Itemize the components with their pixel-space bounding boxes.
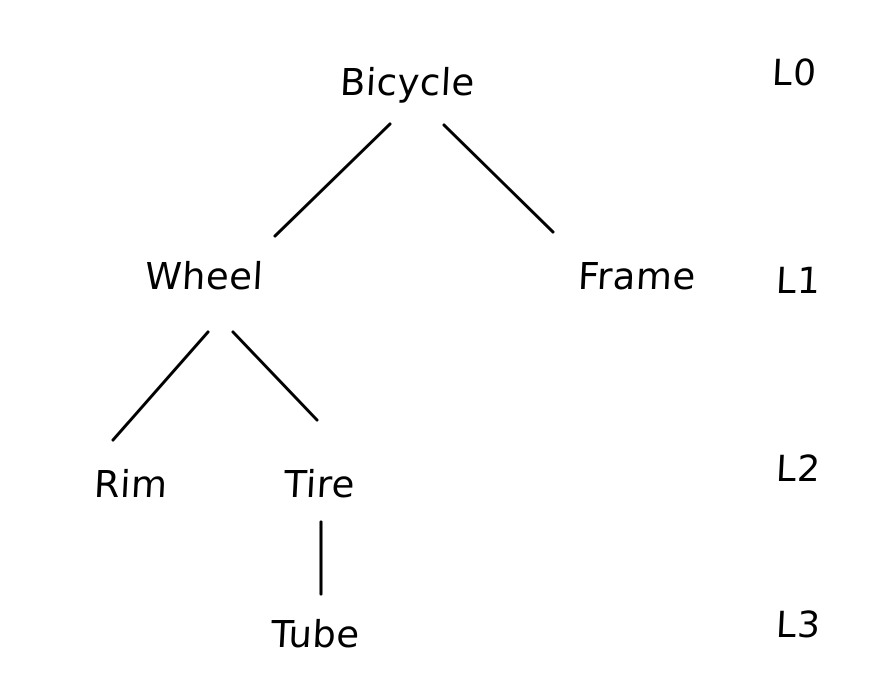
edge-wheel-rim	[111, 330, 210, 442]
level-label-l0: L0	[770, 53, 819, 94]
level-label-l2: L2	[774, 449, 823, 490]
node-rim: Rim	[92, 463, 169, 506]
edge-bicycle-frame	[442, 123, 555, 234]
node-tube: Tube	[269, 613, 361, 656]
node-bicycle: Bicycle	[338, 61, 476, 104]
edge-bicycle-wheel	[273, 122, 392, 238]
level-label-l1: L1	[774, 261, 823, 302]
level-label-l3: L3	[774, 605, 823, 646]
node-wheel: Wheel	[143, 255, 265, 298]
edge-wheel-tire	[231, 330, 319, 422]
node-tire: Tire	[282, 463, 357, 506]
node-frame: Frame	[576, 255, 697, 298]
